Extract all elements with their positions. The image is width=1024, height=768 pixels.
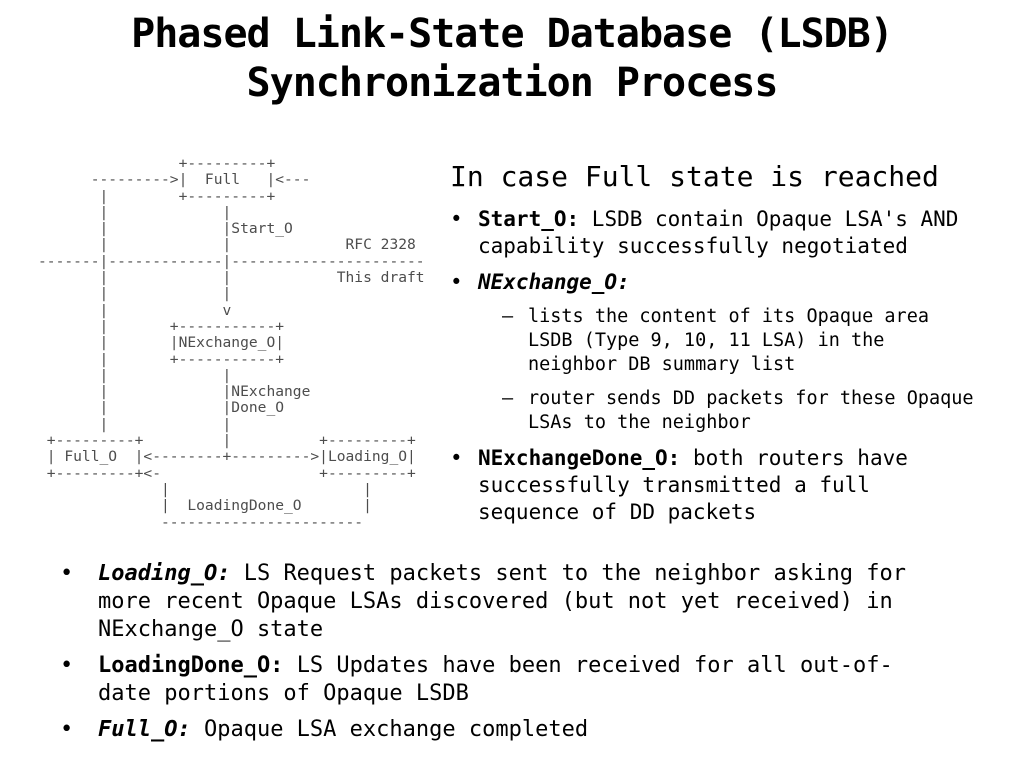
bullet-text: LS Request packets sent to the neighbor …: [98, 561, 906, 642]
bullet-start-o: • Start_O: LSDB contain Opaque LSA's AND…: [450, 206, 1016, 260]
bullet-term: NExchangeDone_O:: [478, 446, 693, 470]
bullet-term: Start_O:: [478, 207, 592, 231]
sub-bullet-dd-packets: – router sends DD packets for these Opaq…: [502, 387, 1016, 435]
bullet-text: LS Updates have been received for all ou…: [98, 653, 893, 706]
bullet-loadingdone-o: • LoadingDone_O: LS Updates have been re…: [60, 652, 975, 708]
bullet-marker: •: [450, 207, 463, 231]
bullet-term: Loading_O:: [98, 561, 244, 586]
bullet-text: LSDB contain Opaque LSA's AND capability…: [478, 207, 959, 258]
ascii-state-diagram: +---------+ --------->| Full |<--- | +--…: [38, 155, 425, 531]
bullet-marker: •: [60, 561, 74, 586]
bullet-content: NExchange_O:: [478, 269, 630, 296]
bullet-marker: •: [450, 270, 463, 294]
bullet-full-o: • Full_O: Opaque LSA exchange completed: [60, 716, 975, 744]
bullet-content: LoadingDone_O: LS Updates have been rece…: [98, 652, 893, 708]
bottom-section: • Loading_O: LS Request packets sent to …: [60, 560, 975, 752]
title-line-2: Synchronization Process: [246, 60, 779, 106]
bullet-content: Full_O: Opaque LSA exchange completed: [98, 716, 588, 744]
right-column: In case Full state is reached • Start_O:…: [450, 160, 1016, 535]
sub-bullet-text: lists the content of its Opaque area LSD…: [528, 306, 929, 375]
bullet-term: NExchange_O:: [478, 270, 630, 294]
bullet-loading-o: • Loading_O: LS Request packets sent to …: [60, 560, 975, 644]
bullet-marker: •: [60, 653, 74, 678]
sub-bullet-text: router sends DD packets for these Opaque…: [528, 388, 974, 433]
bullet-term: Full_O:: [98, 717, 204, 742]
bullet-marker: •: [60, 717, 74, 742]
bullet-nexchangedone-o: • NExchangeDone_O: both routers have suc…: [450, 445, 1016, 526]
section-heading: In case Full state is reached: [450, 160, 939, 193]
sub-bullet-db-summary: – lists the content of its Opaque area L…: [502, 305, 1016, 377]
bullet-content: Start_O: LSDB contain Opaque LSA's AND c…: [478, 206, 958, 260]
bullet-text: Opaque LSA exchange completed: [203, 717, 589, 742]
bullet-marker: •: [450, 446, 463, 470]
bullet-nexchange-o: • NExchange_O:: [450, 269, 1016, 296]
bullet-content: NExchangeDone_O: both routers have succe…: [478, 445, 908, 526]
bullet-text: both routers have successfully transmitt…: [478, 446, 908, 524]
bullet-term: LoadingDone_O:: [98, 653, 297, 678]
sub-bullet-marker: –: [502, 306, 514, 327]
sub-bullet-marker: –: [502, 388, 514, 409]
bullet-content: Loading_O: LS Request packets sent to th…: [98, 560, 906, 644]
title-line-1: Phased Link-State Database (LSDB): [131, 11, 894, 57]
slide-title: Phased Link-State Database (LSDB) Synchr…: [0, 10, 1024, 108]
